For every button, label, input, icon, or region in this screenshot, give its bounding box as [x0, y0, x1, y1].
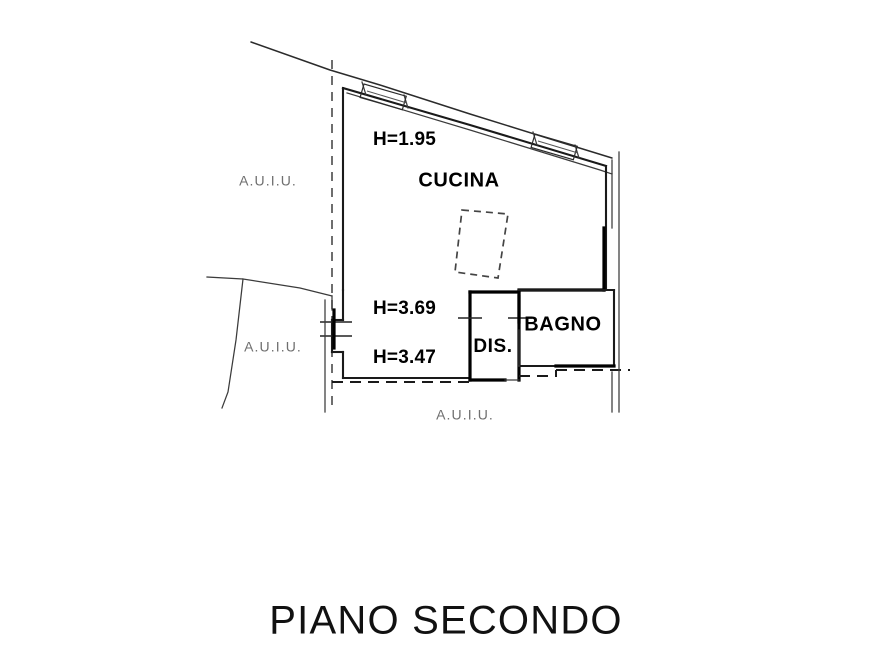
left-neighbour-structure: [206, 276, 333, 413]
height-label-cucina-lower: H=3.69: [373, 298, 436, 319]
window-group-top-angled: [359, 81, 580, 161]
cucina-fixture-dashed-outline: [454, 209, 509, 279]
room-label-dis: DIS.: [473, 336, 512, 357]
window-1-frame: [359, 83, 407, 111]
window-2-glass-line: [537, 140, 579, 154]
room-label-cucina: CUCINA: [418, 169, 499, 191]
neighbour-wall-diagonal: [221, 278, 244, 409]
page-title: PIANO SECONDO: [269, 599, 622, 643]
adjacency-label-top-left: A.U.I.U.: [239, 173, 297, 189]
room-label-bagno: BAGNO: [524, 313, 601, 335]
height-label-cucina-bottom: H=3.47: [373, 347, 436, 368]
height-label-cucina-upper: H=1.95: [373, 129, 436, 150]
bagno-room-group: [517, 288, 616, 368]
adjacency-label-bottom: A.U.I.U.: [436, 407, 494, 423]
boundary-dashed-dis-right: [519, 370, 557, 377]
right-property-line-group: [611, 151, 620, 413]
window-1-glass-line: [366, 90, 408, 104]
roof-eaves-outer-line: [250, 41, 613, 159]
window-1-jambs: [361, 81, 409, 109]
window-2-frame: [530, 133, 578, 161]
cucina-wall-top-angled: [341, 86, 608, 168]
window-2-jambs: [532, 131, 580, 159]
adjacency-label-mid-left: A.U.I.U.: [244, 339, 302, 355]
neighbour-wall-top: [206, 276, 333, 297]
